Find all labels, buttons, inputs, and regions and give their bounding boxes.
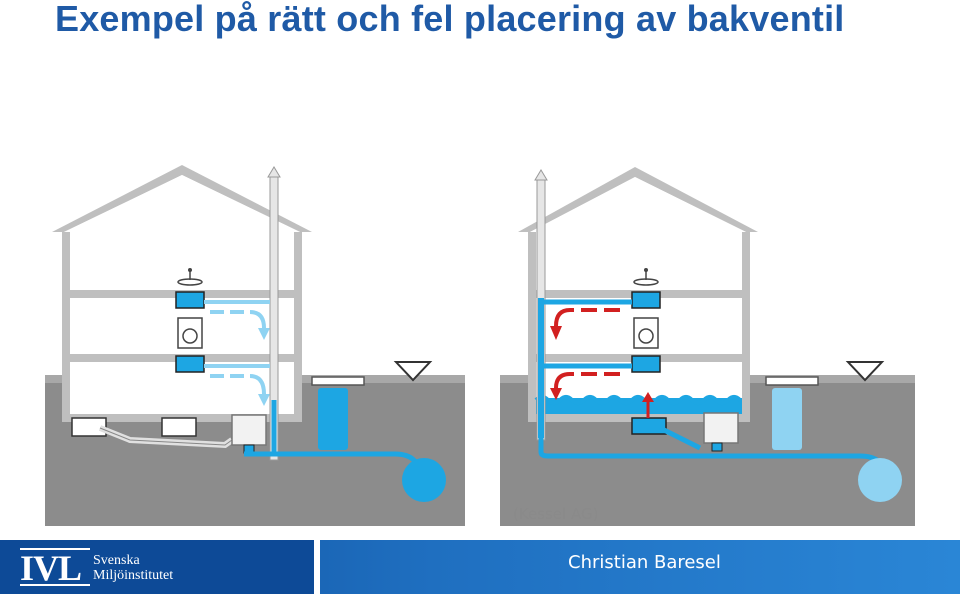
washing-machine-icon (177, 317, 203, 349)
org-name-line2: Miljöinstitutet (93, 568, 174, 583)
ivl-logo: IVL Svenska Miljöinstitutet (0, 540, 314, 594)
ground-level-triangle-icon (393, 361, 433, 382)
page-title: Exempel på rätt och fel placering av bak… (55, 0, 845, 39)
left-panel-correct-placement (45, 165, 465, 526)
image-credit: (Kessel AG) (513, 505, 599, 523)
washing-machine-icon (633, 317, 659, 349)
backflow-arrow-icon (550, 308, 620, 400)
ground-level-triangle-icon (845, 361, 885, 382)
logo-mark: IVL (20, 548, 82, 588)
footer-bar: IVL Svenska Miljöinstitutet Christian Ba… (0, 540, 960, 594)
org-name-line1: Svenska (93, 553, 140, 568)
flooded-basement (536, 398, 742, 416)
author-name: Christian Baresel (568, 552, 721, 573)
washbasin-icon (177, 268, 203, 286)
washbasin-icon (633, 268, 659, 286)
right-panel-incorrect-placement (500, 167, 915, 526)
flow-arrow-icon (249, 310, 266, 329)
backflow-valve-diagram (45, 165, 915, 526)
